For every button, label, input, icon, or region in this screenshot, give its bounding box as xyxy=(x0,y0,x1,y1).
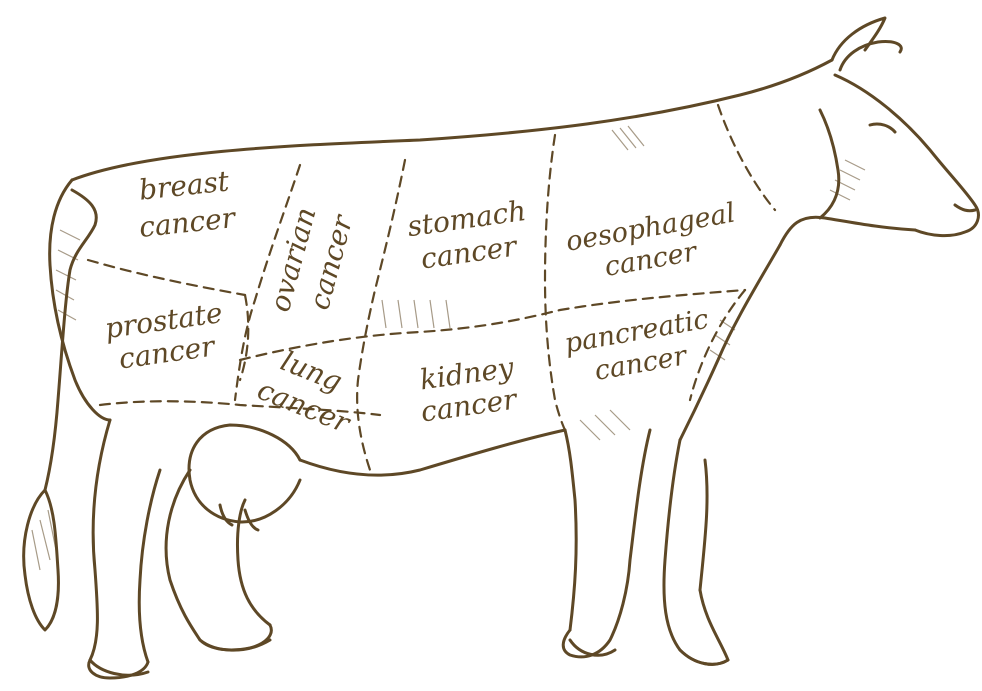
label-breast-cancer: cancer xyxy=(138,201,239,244)
label-breast: breast xyxy=(137,164,231,206)
region-labels: breast cancer ovarian cancer stomach can… xyxy=(103,164,738,440)
